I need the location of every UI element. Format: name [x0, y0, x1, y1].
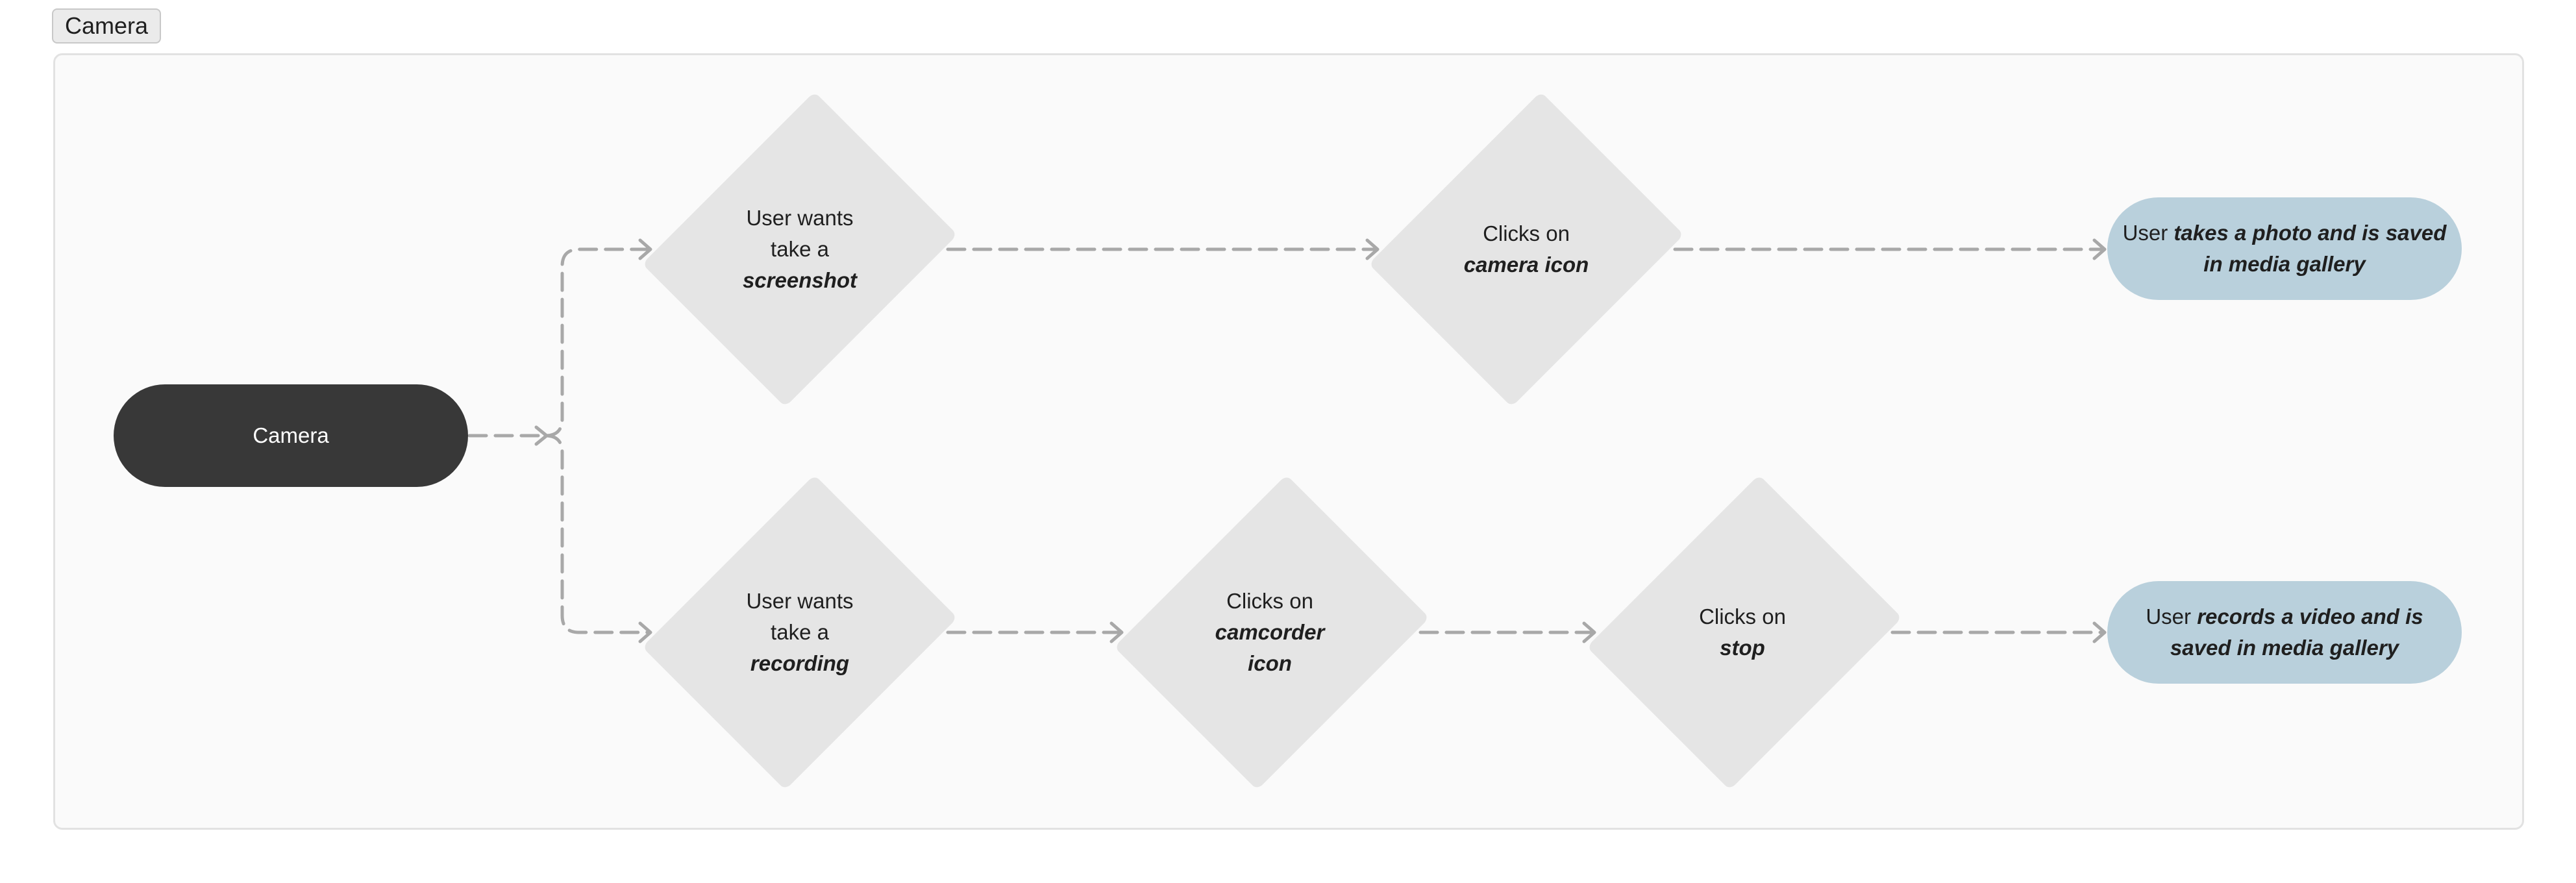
step-stop-label: Clicks on stop	[1699, 604, 1786, 660]
result-video-prefix: User	[2146, 604, 2198, 628]
decision-screenshot-label: User wants take a screenshot	[742, 206, 858, 292]
result-photo-prefix: User	[2122, 221, 2174, 245]
step-camera-icon-label: Clicks on camera icon	[1463, 221, 1589, 277]
arrowhead	[1582, 621, 1596, 643]
arrowhead	[638, 621, 652, 643]
arrowhead	[2092, 621, 2107, 643]
decision-recording-label: User wants take a recording	[746, 589, 854, 675]
result-photo-emphasis: takes a photo and is saved in media gall…	[2174, 221, 2447, 276]
start-node-camera: Camera	[114, 384, 468, 487]
arrowhead	[638, 238, 652, 260]
edge-to-screenshot-decision	[543, 247, 650, 438]
camera-tab[interactable]: Camera	[52, 8, 161, 44]
arrowhead	[1365, 238, 1380, 260]
result-photo-saved: User takes a photo and is saved in media…	[2107, 197, 2462, 300]
start-node-label: Camera	[253, 423, 329, 447]
arrowhead	[1109, 621, 1124, 643]
result-video-emphasis: records a video and is saved in media ga…	[2170, 604, 2423, 660]
step-camcorder-icon-label: Clicks on camcorder icon	[1215, 589, 1325, 675]
result-video-saved: User records a video and is saved in med…	[2107, 581, 2462, 684]
arrowhead	[2092, 238, 2107, 260]
arrowhead	[534, 425, 549, 446]
edge-to-recording-decision	[543, 434, 650, 634]
